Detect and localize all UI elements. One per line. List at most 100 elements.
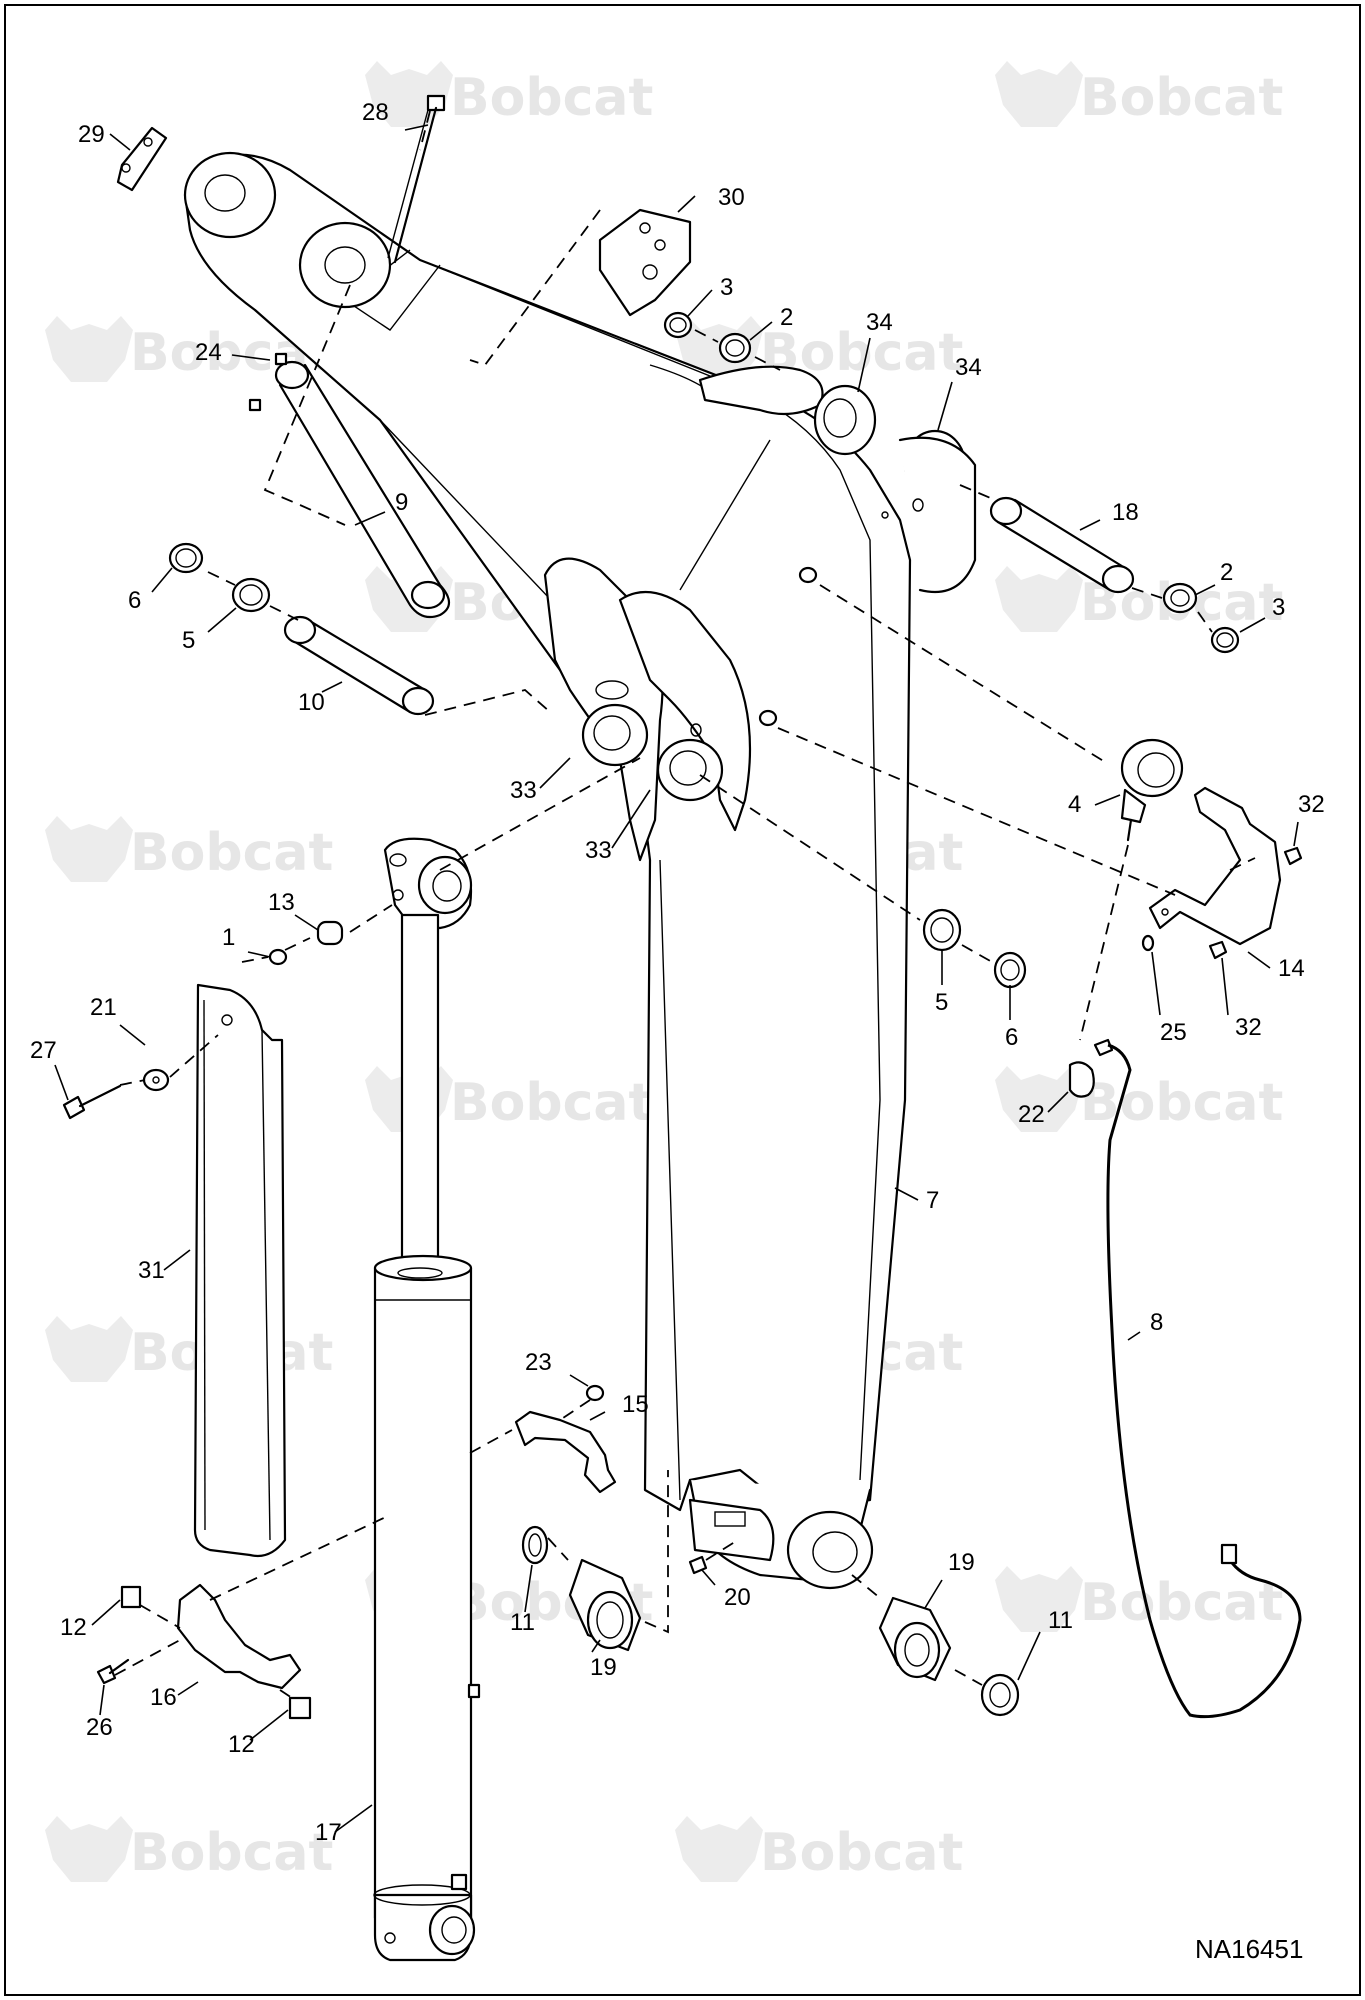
light-part-4 [1120, 738, 1184, 842]
watermark-text: Bobcat [1080, 68, 1283, 128]
leader-line [937, 381, 953, 431]
callout-label: 2 [1220, 559, 1233, 586]
callout-label: 28 [362, 99, 389, 126]
bobcat-watermark: Bobcat [45, 1316, 333, 1383]
watermark-text: Bobcat [1080, 1073, 1283, 1133]
leader-line [894, 1187, 919, 1201]
clamp-part-15 [514, 1384, 617, 1494]
callout-label: 2 [780, 304, 793, 331]
leader-line [924, 1579, 943, 1609]
leader-line [591, 1639, 601, 1653]
watermark-text: Bobcat [130, 1823, 333, 1883]
leader-line [857, 337, 871, 393]
callout-label: 32 [1298, 791, 1325, 818]
callout-label: 3 [1272, 594, 1285, 621]
bobcat-logo-icon [995, 1066, 1083, 1132]
leader-line [687, 289, 713, 317]
leader-line [321, 681, 343, 693]
leader-line [1079, 519, 1101, 531]
drawing-number: NA16451 [1195, 1934, 1303, 1964]
bobcat-watermark: Bobcat [45, 816, 333, 883]
callout-label: 8 [1150, 1309, 1163, 1336]
callout-label: 10 [298, 689, 325, 716]
bobcat-watermark: Bobcat [675, 1816, 963, 1883]
leader-line [1221, 957, 1229, 1016]
leader-line [119, 1024, 146, 1046]
callout-label: 13 [268, 889, 295, 916]
callout-label: 3 [720, 274, 733, 301]
callout-label: 32 [1235, 1014, 1262, 1041]
leader-line [677, 195, 696, 213]
callout-label: 6 [1005, 1024, 1018, 1051]
leader-line [207, 607, 237, 633]
bobcat-watermark: Bobcat [995, 61, 1283, 128]
callout-label: 22 [1018, 1101, 1045, 1128]
bobcat-logo-icon [995, 61, 1083, 127]
cylinder-part-17 [373, 837, 481, 1962]
callout-label: 12 [228, 1731, 255, 1758]
callout-label: 33 [510, 777, 537, 804]
bolts-32-25 [1141, 846, 1303, 960]
leader-line [177, 1681, 199, 1696]
clamp-part-16 [96, 1583, 312, 1720]
bobcat-watermark: Bobcat [995, 1066, 1283, 1133]
callout-label: 31 [138, 1257, 165, 1284]
leader-line [611, 789, 651, 849]
bushings-part-19-11-20 [521, 1525, 1020, 1717]
pin-part-28 [387, 94, 446, 264]
callout-label: 27 [30, 1037, 57, 1064]
bobcat-logo-icon [45, 316, 133, 382]
leader-line [354, 511, 386, 526]
bobcat-logo-icon [45, 1816, 133, 1882]
bobcat-watermark: Bobcat [675, 316, 963, 383]
leader-lines [54, 124, 1299, 1833]
bobcat-watermark: Bobcat [45, 1816, 333, 1883]
callout-label: 33 [585, 837, 612, 864]
callout-label: 20 [724, 1584, 751, 1611]
leader-line [91, 1599, 121, 1626]
bobcat-logo-icon [675, 1816, 763, 1882]
callout-label: 11 [510, 1609, 535, 1636]
callout-label: 21 [90, 994, 117, 1021]
callout-label: 23 [525, 1349, 552, 1376]
washers-and-rings [62, 126, 1240, 1120]
bobcat-logo-icon [995, 1566, 1083, 1632]
callout-label: 19 [590, 1654, 617, 1681]
callout-label: 24 [195, 339, 222, 366]
leader-line [249, 1709, 289, 1741]
callout-label: 14 [1278, 955, 1305, 982]
watermark-text: Bobcat [1080, 1573, 1283, 1633]
callout-label: 1 [222, 924, 235, 951]
callout-label: 4 [1068, 791, 1081, 818]
leader-line [99, 1684, 105, 1716]
callout-label: 16 [150, 1684, 177, 1711]
leader-line [54, 1064, 69, 1101]
watermark-text: Bobcat [450, 68, 653, 128]
callout-label: 18 [1112, 499, 1139, 526]
leader-line [334, 1804, 373, 1833]
leader-line [1239, 617, 1266, 633]
leader-line [749, 321, 773, 341]
callout-label: 30 [718, 184, 745, 211]
pin-part-10 [283, 615, 435, 716]
leader-line [404, 124, 429, 131]
leader-line [247, 951, 271, 958]
leader-line [1127, 1331, 1141, 1341]
callout-label: 6 [128, 587, 141, 614]
bobcat-watermark: Bobcat [995, 566, 1283, 633]
callout-label: 34 [955, 354, 982, 381]
callout-label: 19 [948, 1549, 975, 1576]
assembly-lines [114, 110, 1256, 1701]
leader-line [294, 914, 319, 931]
bobcat-watermark: Bobcat [365, 61, 653, 128]
bobcat-watermark: Bobcat [365, 1066, 653, 1133]
callout-label: 17 [315, 1819, 342, 1846]
arm-part-7 [183, 151, 977, 1590]
leader-line [701, 1569, 716, 1586]
leader-line [1293, 821, 1299, 847]
pin-part-9 [274, 360, 451, 619]
guard-part-31 [193, 983, 287, 1558]
callout-label: 7 [926, 1187, 939, 1214]
